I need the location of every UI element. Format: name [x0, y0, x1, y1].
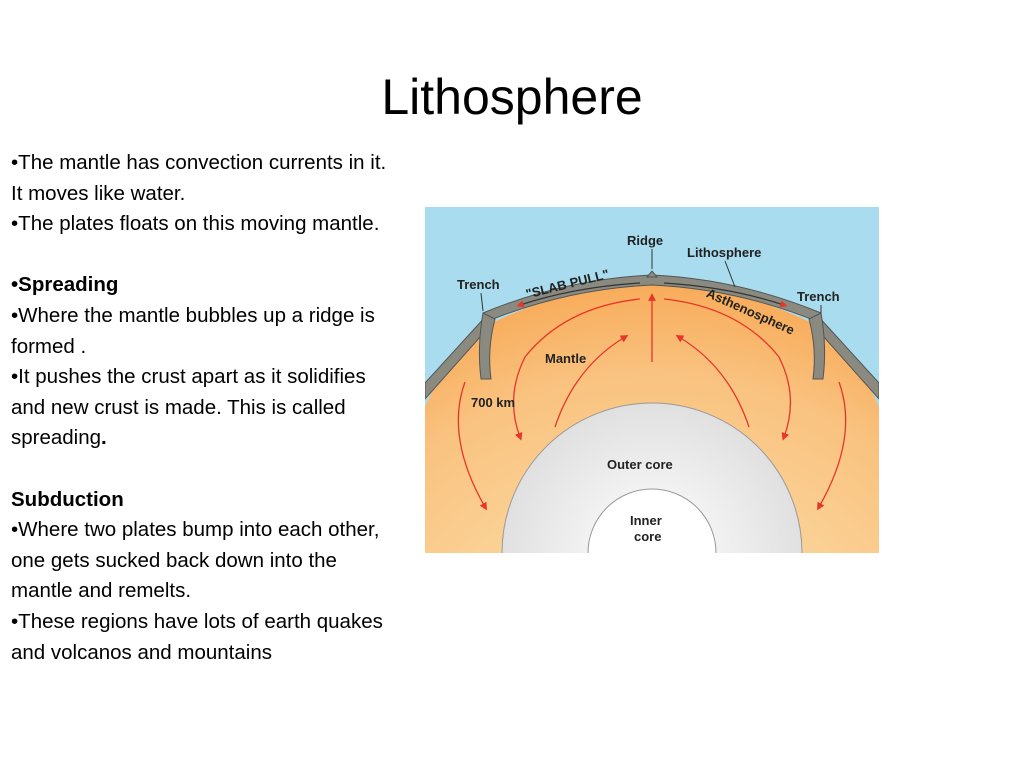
label-mantle: Mantle: [545, 351, 586, 366]
earth-cross-section-figure: Ridge Lithosphere Trench "SLAB PULL" Tre…: [425, 207, 879, 553]
inner-core: [587, 488, 717, 553]
convection-left-inner: [554, 334, 629, 428]
outer-core: [501, 402, 803, 553]
earth-cross-section-svg: Ridge Lithosphere Trench "SLAB PULL" Tre…: [425, 207, 879, 553]
heading-subduction: Subduction: [11, 487, 124, 511]
plate-arrow-right: [663, 282, 788, 308]
convection-right-inner: [675, 334, 750, 428]
subducting-slab-left: [478, 312, 496, 380]
bullet-earthquakes: •These regions have lots of earth quakes…: [11, 609, 383, 664]
subducting-slab-right: [808, 312, 826, 380]
convection-right-loop: [663, 298, 792, 441]
label-trench-right: Trench: [797, 289, 840, 304]
bullet-pushes-crust-text: •It pushes the crust apart as it solidif…: [11, 365, 366, 450]
body-text: •The mantle has convection currents in i…: [11, 148, 403, 668]
heading-spreading: •Spreading: [11, 273, 119, 297]
label-700km: 700 km: [471, 395, 515, 410]
bold-period: .: [101, 426, 107, 450]
trench-left-pointer: [480, 292, 484, 312]
convection-arrows: [457, 293, 847, 511]
bullet-plates-bump: •Where two plates bump into each other, …: [11, 518, 380, 603]
bullet-convection: •The mantle has convection currents in i…: [11, 151, 387, 205]
label-trench-left: Trench: [457, 277, 500, 292]
ridge-peak: [645, 270, 659, 278]
label-inner-core-line1: Inner: [630, 513, 662, 528]
slide-title: Lithosphere: [381, 69, 643, 125]
label-lithosphere: Lithosphere: [687, 245, 761, 260]
bullet-pushes-crust: •It pushes the crust apart as it solidif…: [11, 362, 403, 454]
label-outer-core: Outer core: [607, 457, 673, 472]
plate-arrow-left: [516, 282, 641, 308]
bullet-ridge-formed: •Where the mantle bubbles up a ridge is …: [11, 303, 375, 358]
convection-far-left: [457, 381, 487, 511]
label-ridge: Ridge: [627, 233, 663, 248]
convection-far-right: [817, 381, 847, 511]
bullet-plates-float: •The plates floats on this moving mantle…: [11, 212, 380, 236]
label-inner-core-line2: core: [634, 529, 661, 544]
lithosphere-pointer: [724, 260, 736, 288]
convection-left-loop: [512, 298, 641, 441]
